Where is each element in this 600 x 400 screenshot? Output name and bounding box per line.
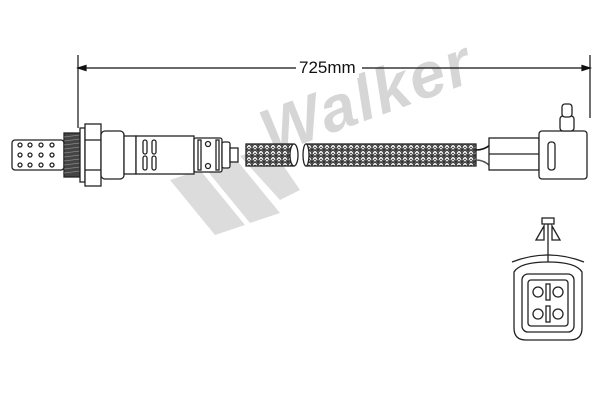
connector-face-view <box>511 217 585 341</box>
wires <box>475 144 491 167</box>
sensor-body <box>100 130 239 180</box>
sensor-tip <box>11 139 65 171</box>
washer <box>79 127 86 183</box>
dimension-line <box>75 55 593 128</box>
dimension-label: 725mm <box>296 58 359 78</box>
hex-nut <box>84 123 102 187</box>
connector <box>488 103 588 180</box>
thread <box>63 132 81 178</box>
braided-cable <box>245 143 477 167</box>
